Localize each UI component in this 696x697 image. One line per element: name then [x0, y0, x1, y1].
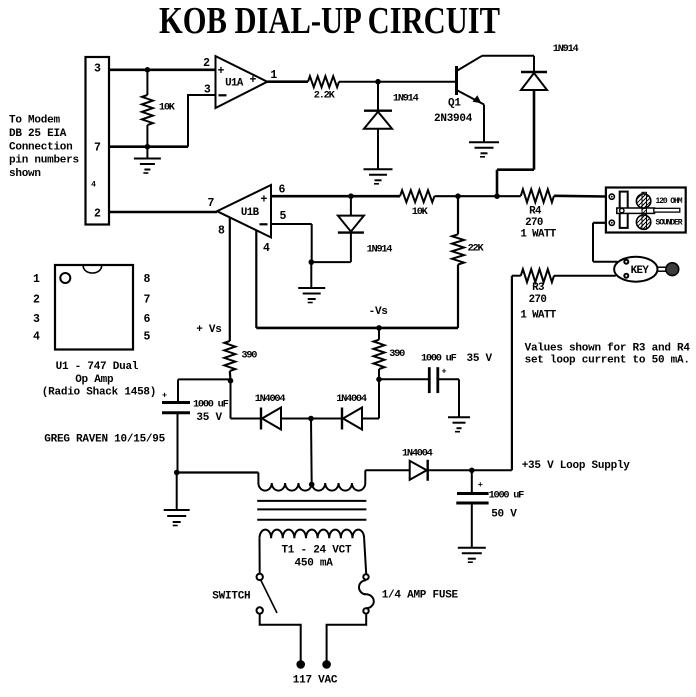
svg-text:1 WATT: 1 WATT [520, 310, 556, 322]
svg-text:2N3904: 2N3904 [434, 113, 473, 125]
svg-text:+35 V Loop Supply: +35 V Loop Supply [522, 460, 631, 472]
svg-text:1N4004: 1N4004 [336, 393, 367, 405]
svg-text:8: 8 [144, 273, 151, 286]
svg-text:390: 390 [241, 350, 257, 362]
svg-text:U1 - 747 Dual: U1 - 747 Dual [56, 361, 139, 373]
svg-text:SWITCH: SWITCH [212, 591, 250, 603]
svg-text:R3: R3 [532, 282, 544, 294]
svg-text:shown: shown [9, 168, 41, 180]
svg-text:3: 3 [94, 63, 101, 76]
svg-text:1N914: 1N914 [393, 93, 419, 105]
svg-text:450 mA: 450 mA [295, 558, 334, 570]
svg-text:U1B: U1B [241, 207, 260, 219]
svg-text:2.2K: 2.2K [314, 90, 336, 102]
svg-text:set loop current to 50 mA.: set loop current to 50 mA. [525, 354, 690, 366]
svg-text:KEY: KEY [631, 265, 650, 277]
svg-text:(Radio Shack 1458): (Radio Shack 1458) [42, 387, 156, 399]
svg-text:4: 4 [91, 181, 96, 190]
svg-text:1: 1 [33, 273, 40, 286]
svg-text:+: + [218, 65, 225, 78]
svg-text:7: 7 [94, 142, 101, 155]
svg-text:+: + [250, 74, 257, 87]
svg-text:5: 5 [280, 210, 287, 223]
svg-text:2: 2 [33, 294, 40, 307]
svg-text:1: 1 [270, 69, 277, 82]
svg-text:+: + [442, 367, 447, 377]
svg-text:T1 - 24 VCT: T1 - 24 VCT [281, 545, 352, 557]
svg-text:10K: 10K [159, 102, 176, 114]
svg-text:270: 270 [529, 294, 547, 306]
svg-text:7: 7 [144, 294, 151, 307]
svg-text:390: 390 [389, 348, 405, 360]
svg-text:1 WATT: 1 WATT [520, 229, 556, 241]
svg-text:Values shown for R3 and R4: Values shown for R3 and R4 [525, 343, 691, 355]
svg-text:pin numbers: pin numbers [9, 155, 79, 167]
svg-text:Connection: Connection [9, 141, 73, 153]
svg-text:120 OHM: 120 OHM [656, 197, 683, 206]
svg-text:2: 2 [94, 208, 101, 221]
svg-text:+: + [261, 193, 268, 206]
svg-text:10K: 10K [412, 206, 429, 218]
svg-text:5: 5 [144, 331, 151, 344]
svg-text:117 VAC: 117 VAC [293, 675, 338, 687]
svg-text:R4: R4 [529, 206, 542, 218]
svg-text:-Vs: -Vs [369, 306, 388, 318]
svg-text:Op Amp: Op Amp [75, 374, 114, 386]
svg-text:8: 8 [218, 224, 225, 237]
svg-text:6: 6 [144, 313, 151, 326]
svg-text:SOUNDER: SOUNDER [656, 218, 683, 227]
svg-text:+: + [478, 480, 483, 490]
svg-text:50 V: 50 V [491, 509, 517, 521]
svg-text:Q1: Q1 [448, 98, 461, 110]
svg-text:KOB DIAL-UP CIRCUIT: KOB DIAL-UP CIRCUIT [159, 0, 500, 42]
svg-text:22K: 22K [468, 243, 485, 255]
svg-text:1000 uF: 1000 uF [193, 399, 229, 411]
svg-text:GREG RAVEN 10/15/95: GREG RAVEN 10/15/95 [44, 434, 165, 446]
svg-text:3: 3 [204, 83, 211, 96]
svg-text:1000 uF: 1000 uF [421, 353, 457, 365]
svg-text:1N4004: 1N4004 [255, 393, 286, 405]
svg-text:+ Vs: + Vs [196, 324, 221, 336]
svg-text:4: 4 [33, 331, 40, 344]
svg-text:35 V: 35 V [196, 412, 222, 424]
svg-text:270: 270 [525, 217, 543, 229]
svg-text:1/4 AMP FUSE: 1/4 AMP FUSE [382, 590, 459, 602]
svg-text:35 V: 35 V [467, 353, 493, 365]
svg-text:To Modem: To Modem [9, 115, 60, 127]
svg-text:DB 25 EIA: DB 25 EIA [9, 128, 67, 140]
svg-text:4: 4 [263, 242, 270, 255]
svg-text:6: 6 [279, 184, 286, 197]
svg-text:1N914: 1N914 [553, 43, 579, 55]
svg-text:3: 3 [33, 313, 40, 326]
svg-text:U1A: U1A [225, 78, 244, 90]
svg-text:1N4004: 1N4004 [402, 448, 433, 460]
svg-text:+: + [162, 391, 167, 401]
svg-text:2: 2 [203, 57, 210, 70]
svg-text:7: 7 [208, 197, 215, 210]
svg-text:1000 uF: 1000 uF [489, 490, 525, 502]
svg-text:1N914: 1N914 [367, 244, 393, 256]
